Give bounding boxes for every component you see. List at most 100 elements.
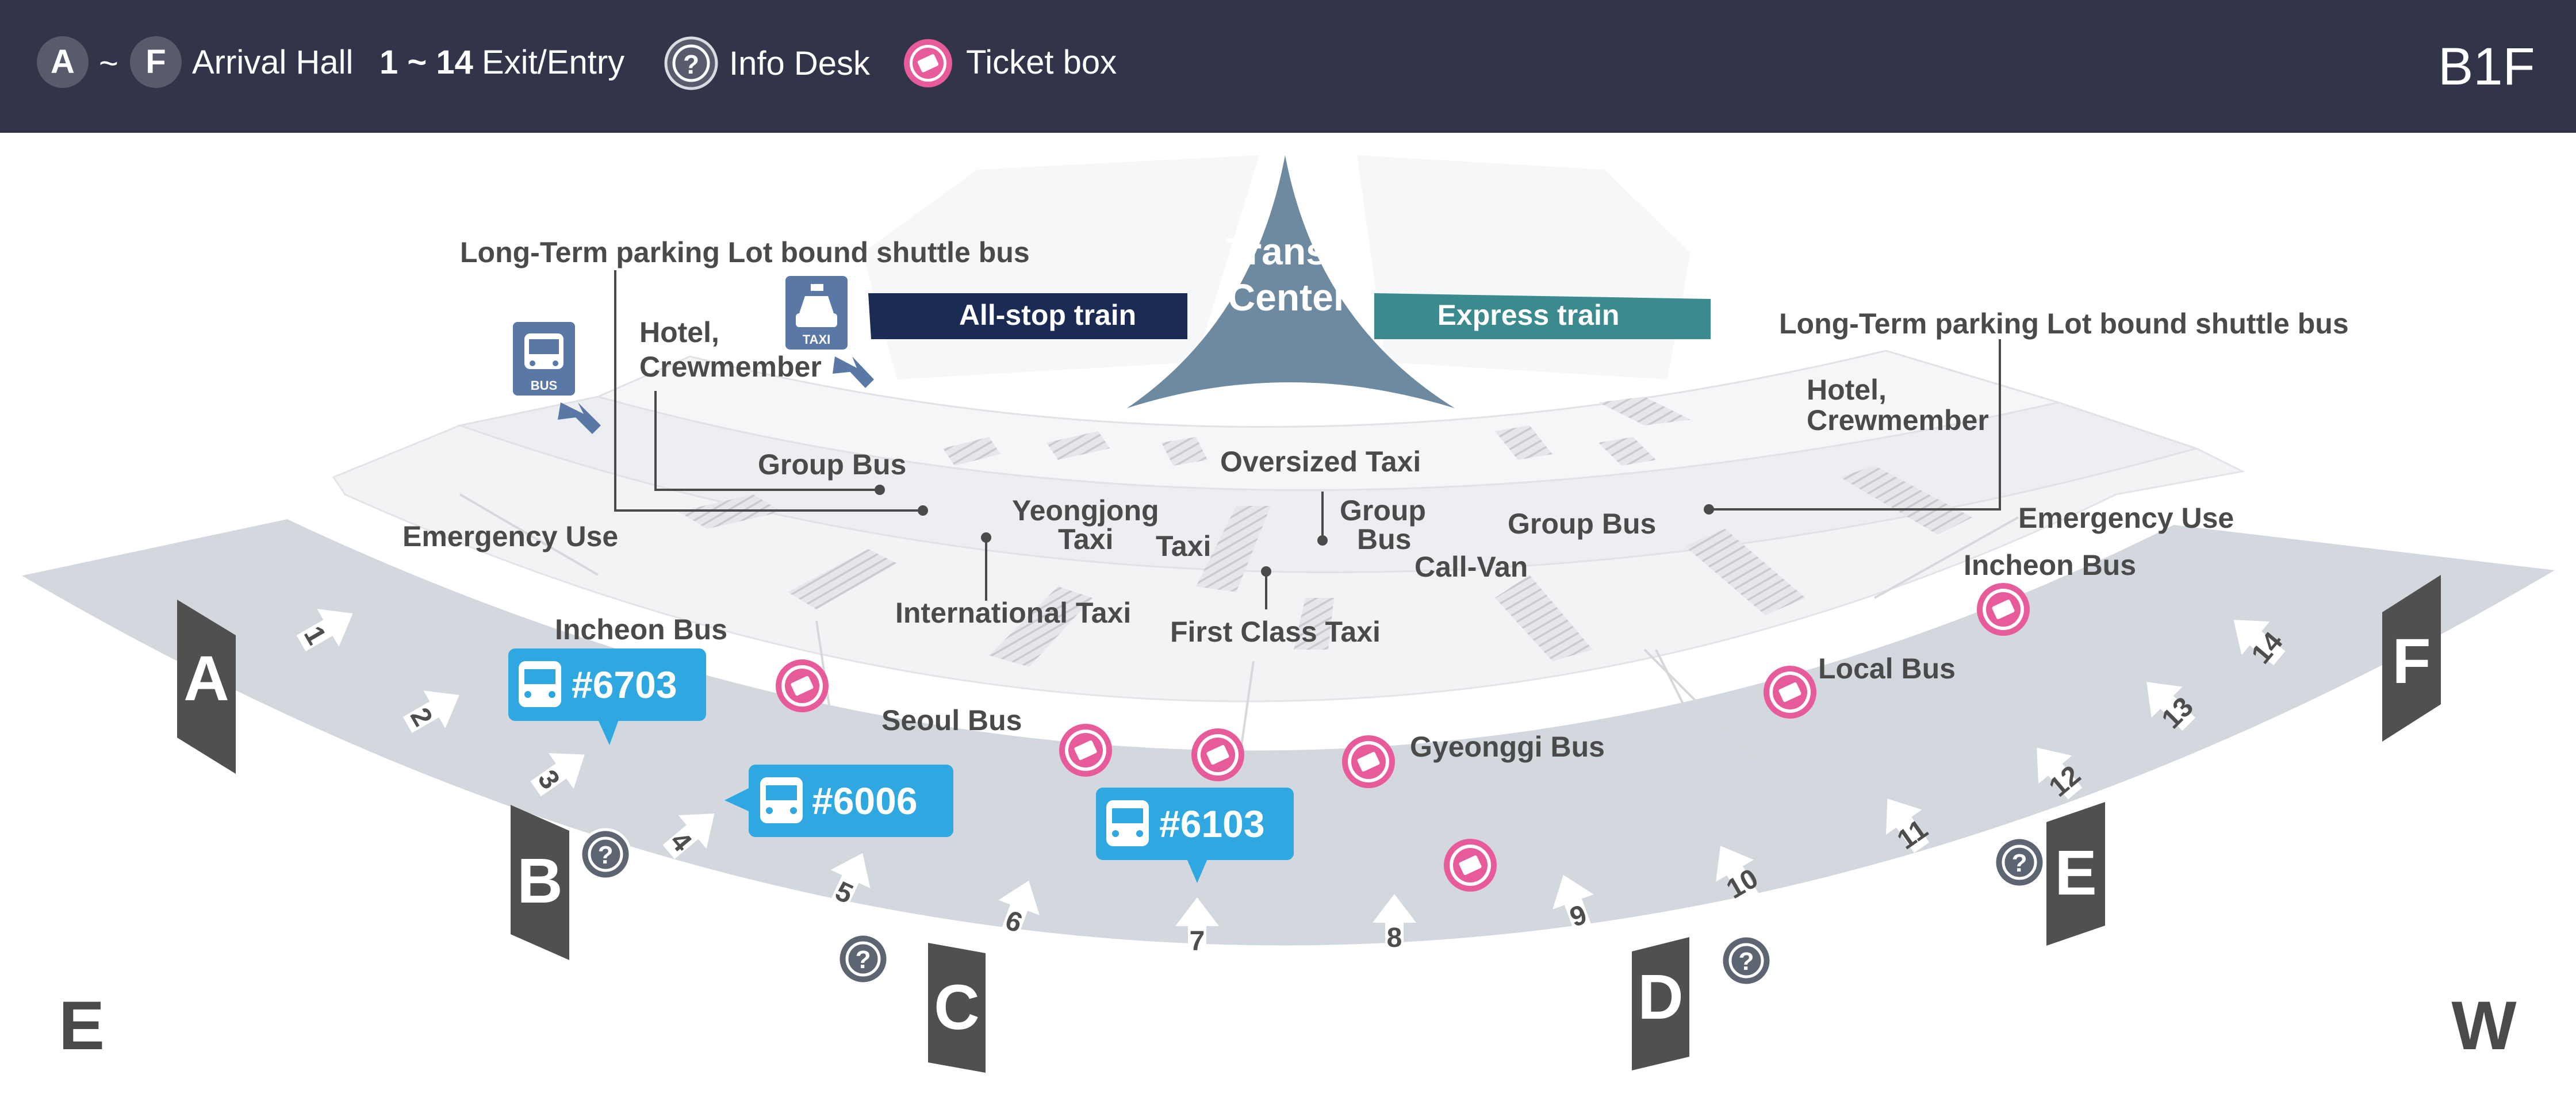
legend-exit-range: 1 ~ 14 xyxy=(379,44,473,81)
label-incheon-bus-right: Incheon Bus xyxy=(1964,549,2136,581)
all-stop-train-label: All-stop train xyxy=(959,299,1136,331)
gates: A B C D E F xyxy=(177,575,2441,1073)
bus-stop-icon: BUS xyxy=(513,322,601,434)
area-labels: Long-Term parking Lot bound shuttle bus … xyxy=(402,236,2349,763)
label-hotel-right-1: Hotel, xyxy=(1807,374,1887,406)
road-band xyxy=(288,494,2174,749)
info-desk-icon: ? xyxy=(1993,836,2046,889)
gate-c: C xyxy=(928,943,986,1073)
label-group-bus-mid-2: Bus xyxy=(1357,523,1411,555)
label-taxi: Taxi xyxy=(1156,530,1211,562)
svg-text:7: 7 xyxy=(1190,926,1205,957)
express-train-bar xyxy=(1374,293,1711,339)
info-desks: ? ? ? ? xyxy=(579,828,2046,987)
ticket-box-icon xyxy=(1191,728,1244,781)
bus-callout-6103[interactable]: #6103 xyxy=(1096,788,1294,883)
ticket-box-icon xyxy=(776,659,829,712)
direction-east: E xyxy=(59,987,105,1064)
exit-arrow-icon: 7 xyxy=(1175,897,1219,957)
transit-center-line2: Center xyxy=(1228,276,1348,318)
label-seoul-bus: Seoul Bus xyxy=(881,704,1022,736)
bus-icon xyxy=(1106,800,1149,846)
gate-e: E xyxy=(2046,802,2105,946)
ticket-box-icon xyxy=(1059,724,1112,777)
label-hotel-left-1: Hotel, xyxy=(639,316,719,348)
ticket-box-icon xyxy=(1444,839,1497,892)
info-desk-icon: ? xyxy=(664,36,718,90)
svg-text:C: C xyxy=(934,972,979,1043)
label-shuttle-left: Long-Term parking Lot bound shuttle bus xyxy=(460,236,1030,268)
svg-text:?: ? xyxy=(1739,947,1754,976)
all-stop-train-bar xyxy=(868,293,1187,339)
bus-icon xyxy=(760,777,803,823)
label-group-bus-mid-1: Group xyxy=(1340,494,1426,527)
label-oversized-taxi: Oversized Taxi xyxy=(1220,446,1421,478)
floor-map: Transit Center All-stop train Express tr… xyxy=(0,133,2576,1113)
transit-center-line1: Transit xyxy=(1226,230,1350,273)
leader-dots xyxy=(875,485,1714,577)
exit-arrow-icon: 6 xyxy=(998,880,1040,940)
legend-header: A ~ F Arrival Hall 1 ~ 14 Exit/Entry ? I… xyxy=(0,0,2576,133)
legend-tilde: ~ xyxy=(99,45,118,82)
legend-exit-label: Exit/Entry xyxy=(482,44,625,81)
callout-route-6103: #6103 xyxy=(1159,803,1265,845)
bus-icon xyxy=(519,661,561,707)
label-gyeonggi-bus: Gyeonggi Bus xyxy=(1410,731,1605,763)
legend-info-desk-label: Info Desk xyxy=(729,45,870,82)
info-desk-icon: ? xyxy=(579,828,632,881)
exit-arrow-icon: 12 xyxy=(2037,747,2087,803)
floor-label: B1F xyxy=(2438,37,2535,96)
label-yeongjong-2: Taxi xyxy=(1058,523,1113,555)
info-desk-icon: ? xyxy=(1720,934,1773,987)
gate-a: A xyxy=(177,600,236,774)
label-yeongjong-1: Yeongjong xyxy=(1012,494,1159,527)
exit-arrow-icon: 8 xyxy=(1373,894,1416,954)
gate-b: B xyxy=(511,805,569,960)
svg-text:E: E xyxy=(2054,838,2096,908)
label-emergency-left: Emergency Use xyxy=(402,520,618,552)
legend-ticket-box-label: Ticket box xyxy=(966,44,1117,81)
svg-text:D: D xyxy=(1638,962,1683,1033)
svg-text:F: F xyxy=(2392,626,2431,697)
taxi-stop-icon: TAXI xyxy=(785,276,874,388)
svg-text:A: A xyxy=(183,643,229,714)
label-call-van: Call-Van xyxy=(1414,551,1528,583)
ticket-box-icon xyxy=(1764,666,1816,719)
express-train-label: Express train xyxy=(1438,299,1620,331)
bus-callout-6006[interactable]: #6006 xyxy=(724,765,953,837)
leader-lines xyxy=(614,270,2001,609)
label-shuttle-right: Long-Term parking Lot bound shuttle bus xyxy=(1779,308,2349,340)
label-international-taxi: International Taxi xyxy=(895,597,1131,629)
callout-route-6703: #6703 xyxy=(572,663,677,706)
label-local-bus: Local Bus xyxy=(1818,653,1956,685)
svg-text:?: ? xyxy=(2012,849,2027,877)
label-first-class-taxi: First Class Taxi xyxy=(1170,616,1381,648)
svg-text:?: ? xyxy=(683,49,699,79)
transit-center: Transit Center All-stop train Express tr… xyxy=(868,155,1711,408)
arrival-hall-to-badge: F xyxy=(130,36,182,88)
legend-arrival-hall-label: Arrival Hall xyxy=(192,44,354,81)
label-group-bus-right: Group Bus xyxy=(1508,508,1656,540)
callout-route-6006: #6006 xyxy=(812,780,918,822)
label-group-bus-left: Group Bus xyxy=(758,448,906,481)
bus-callout-6703[interactable]: #6703 xyxy=(508,648,706,745)
arrival-hall-from-badge: A xyxy=(37,36,89,88)
svg-text:?: ? xyxy=(856,946,871,974)
svg-text:8: 8 xyxy=(1387,923,1402,953)
svg-text:B: B xyxy=(517,846,562,916)
direction-west: W xyxy=(2451,987,2517,1064)
ticket-box-icon xyxy=(904,39,952,87)
label-incheon-bus-left: Incheon Bus xyxy=(555,613,727,646)
ticket-box-icon xyxy=(1977,583,2030,636)
taxi-icon-label: TAXI xyxy=(803,332,830,347)
label-hotel-right-2: Crewmember xyxy=(1807,404,1989,436)
gate-f: F xyxy=(2382,575,2441,742)
ticket-box-icon xyxy=(1342,735,1395,788)
label-hotel-left-2: Crewmember xyxy=(639,351,822,383)
gate-d: D xyxy=(1632,937,1689,1070)
label-emergency-right: Emergency Use xyxy=(2018,502,2234,534)
ticket-boxes xyxy=(776,583,2030,892)
svg-text:?: ? xyxy=(598,841,614,869)
info-desk-icon: ? xyxy=(837,932,890,985)
bus-icon-label: BUS xyxy=(531,378,557,393)
